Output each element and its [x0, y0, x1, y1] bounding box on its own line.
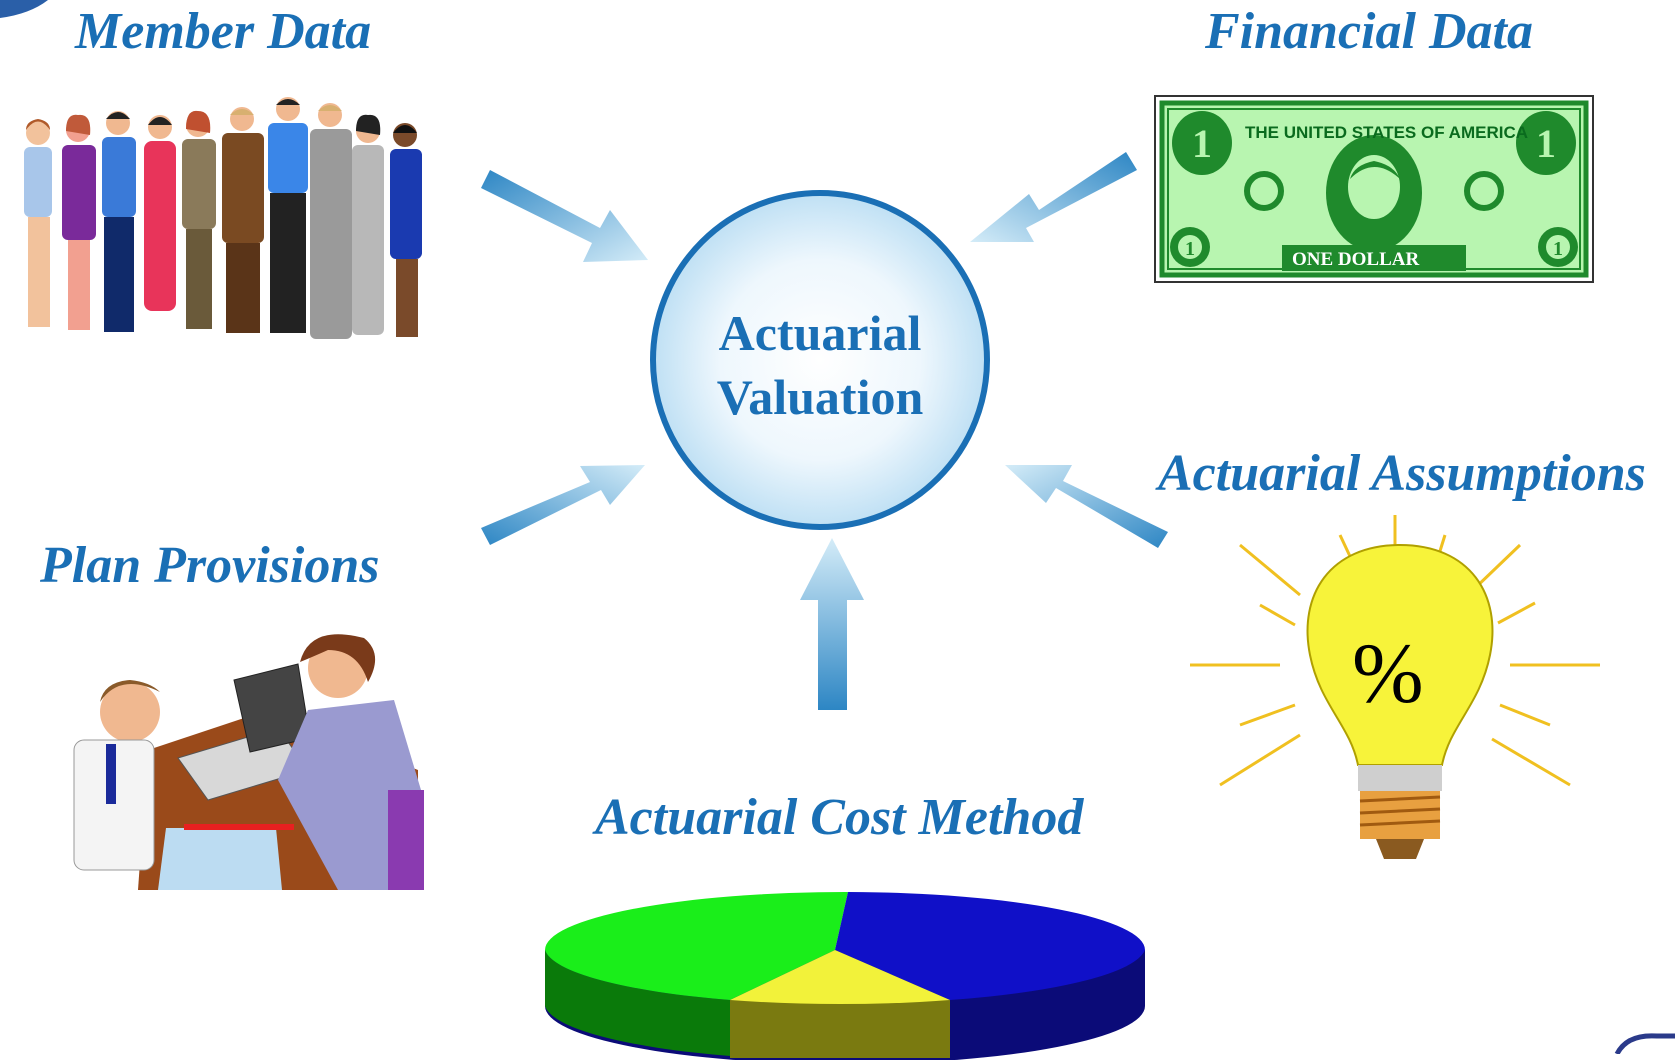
bill-corner-numeral: 1	[1553, 238, 1563, 260]
bill-corner-numeral: 1	[1185, 238, 1195, 260]
person-7	[268, 97, 308, 333]
person-8	[310, 103, 352, 339]
person-9	[352, 114, 384, 335]
person-10	[390, 123, 422, 337]
person-1	[24, 119, 52, 327]
corner-logo-fragment-icon	[1614, 1033, 1675, 1054]
bill-corner-numeral: 1	[1536, 121, 1556, 166]
people-group-illustration	[24, 97, 422, 339]
center-title-line1: Actuarial	[718, 305, 922, 361]
lightbulb-illustration	[1190, 515, 1600, 859]
office-meeting-illustration	[73, 634, 424, 890]
arrow-from-member	[481, 170, 648, 262]
bill-top-text: THE UNITED STATES OF AMERICA	[1245, 123, 1529, 142]
center-title-line2: Valuation	[716, 369, 924, 425]
arrow-from-financial	[970, 152, 1137, 242]
bill-corner-numeral: 1	[1192, 121, 1212, 166]
corner-logo-icon	[0, 0, 48, 18]
financial-data-label: Financial Data	[1205, 3, 1533, 60]
person-5	[182, 110, 216, 329]
plan-provisions-label: Plan Provisions	[40, 537, 380, 594]
dollar-bill-illustration: 1 1 1 1	[1154, 95, 1594, 283]
actuarial-cost-method-label: Actuarial Cost Method	[595, 789, 1084, 846]
pie-chart-illustration	[545, 891, 1145, 1060]
arrow-from-assumptions	[1005, 465, 1168, 548]
actuarial-assumptions-label: Actuarial Assumptions	[1158, 445, 1646, 502]
person-3	[102, 111, 136, 332]
arrow-from-cost-method	[800, 538, 864, 710]
member-data-label: Member Data	[75, 3, 372, 60]
percent-symbol: %	[1352, 625, 1424, 721]
valuation-circle	[650, 190, 990, 530]
person-4	[144, 115, 176, 311]
document-icon	[158, 828, 282, 890]
person-6	[222, 107, 264, 333]
bill-bottom-text: ONE DOLLAR	[1292, 249, 1420, 270]
arrow-from-plan	[481, 465, 645, 545]
person-2	[62, 114, 96, 330]
